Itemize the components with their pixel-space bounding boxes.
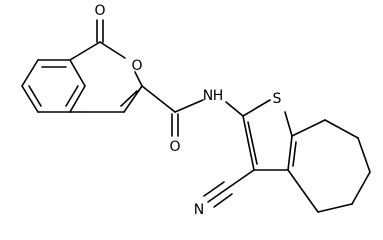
atom-o-amide: O (169, 139, 180, 155)
molecule-structure-diagram: O O O N H S N (21, 3, 371, 218)
atom-s-thiophene: S (273, 91, 282, 107)
benzene-ring (21, 59, 86, 113)
lactone-carbonyl: O (94, 3, 106, 43)
atom-n-amide: N (203, 88, 213, 104)
lactone-ring (69, 41, 143, 113)
atom-o-carbonyl: O (94, 3, 105, 19)
thiophene-ring: S (242, 91, 297, 171)
nitrile-group: N (194, 169, 255, 218)
atom-h-amide: H (213, 88, 224, 104)
atom-n-nitrile: N (194, 202, 204, 218)
cycloheptane-ring (287, 119, 371, 213)
atom-o-ring: O (131, 58, 142, 74)
amide-linkage: O N H (141, 85, 244, 155)
